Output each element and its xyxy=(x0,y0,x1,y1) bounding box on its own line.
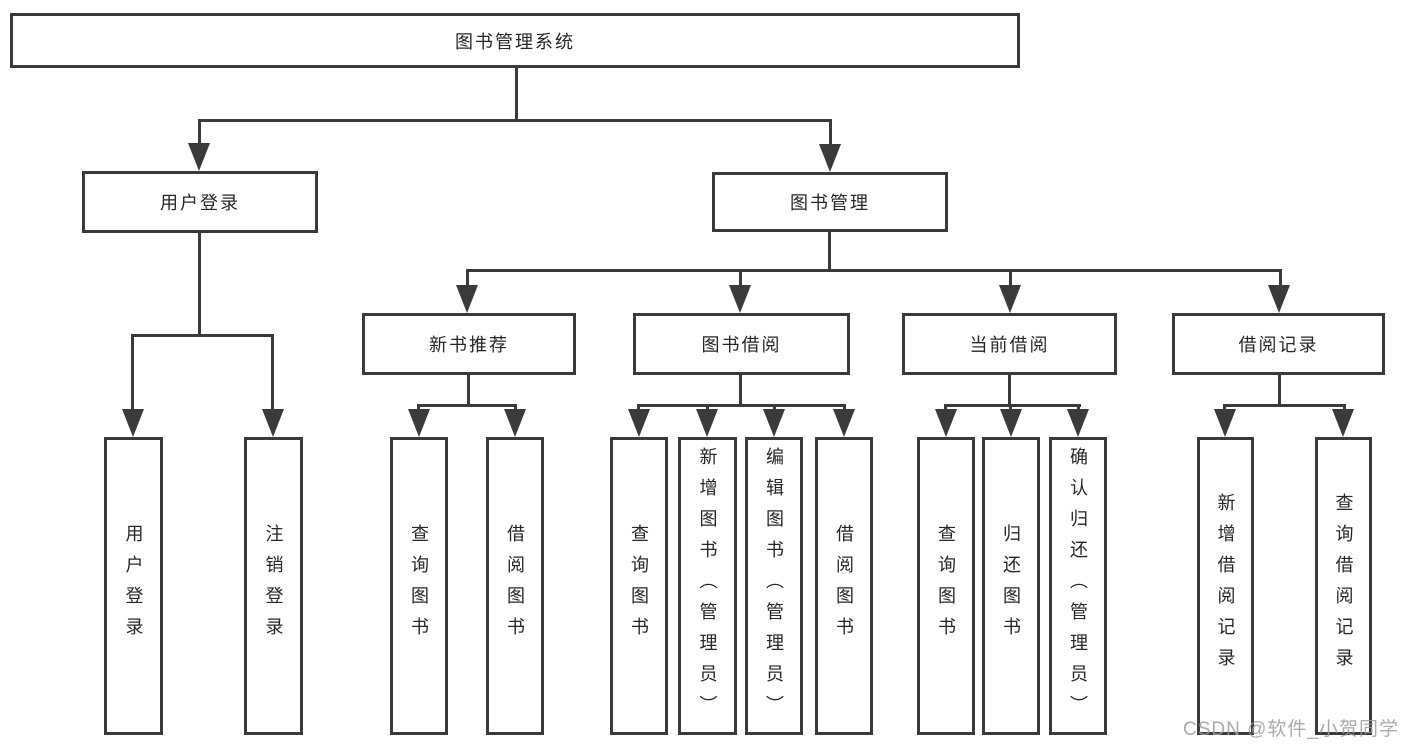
node-label: 当前借阅 xyxy=(969,335,1050,355)
arrowhead-icon xyxy=(1332,409,1354,437)
connector-drop-current-borrow xyxy=(1009,269,1012,289)
node-library-management-system: 图书管理系统 xyxy=(10,13,1020,68)
connector-book-borrow-rail xyxy=(637,404,846,407)
connector-drop-user-login xyxy=(198,119,201,149)
arrowhead-icon xyxy=(188,143,210,171)
connector-current-borrow-rail xyxy=(944,404,1081,407)
connector-root-stem xyxy=(515,68,518,122)
leaf-add-borrow-record: 新增借阅记录 xyxy=(1197,437,1254,735)
connector-book-borrow-stem xyxy=(739,375,742,407)
arrowhead-icon xyxy=(122,409,144,437)
arrowhead-icon xyxy=(262,409,284,437)
leaf-label: 用户登录 xyxy=(123,524,144,648)
leaf-query-books-recommend: 查询图书 xyxy=(390,437,448,735)
leaf-query-books-current: 查询图书 xyxy=(917,437,975,735)
node-new-book-recommendation: 新书推荐 xyxy=(362,313,576,375)
leaf-label: 借阅图书 xyxy=(834,524,854,648)
leaf-label: 查询借阅记录 xyxy=(1333,493,1354,679)
connector-new-book-stem xyxy=(467,375,470,407)
node-current-borrowing: 当前借阅 xyxy=(902,313,1117,375)
node-book-management: 图书管理 xyxy=(712,172,948,232)
connector-new-book-rail xyxy=(417,404,517,407)
leaf-edit-books-admin: 编辑图书（管理员） xyxy=(745,437,803,735)
connector-book-management-rail xyxy=(466,269,1281,272)
connector-root-rail xyxy=(198,119,832,122)
leaf-label: 新增图书（管理员） xyxy=(697,446,718,726)
connector-drop-leaf xyxy=(131,334,134,412)
leaf-logout: 注销登录 xyxy=(244,437,303,735)
arrowhead-icon xyxy=(1000,409,1022,437)
node-book-borrowing: 图书借阅 xyxy=(633,313,850,375)
leaf-borrow-books: 借阅图书 xyxy=(815,437,873,735)
leaf-label: 编辑图书（管理员） xyxy=(764,446,784,726)
connector-drop-new-book xyxy=(466,269,469,289)
node-label: 图书借阅 xyxy=(701,335,782,355)
arrowhead-icon xyxy=(763,409,785,437)
connector-drop-borrow-records xyxy=(1279,269,1282,289)
connector-borrow-records-stem xyxy=(1278,375,1281,407)
node-user-login: 用户登录 xyxy=(82,171,318,233)
arrowhead-icon xyxy=(1067,409,1089,437)
connector-current-borrow-stem xyxy=(1008,375,1011,407)
arrowhead-icon xyxy=(456,285,478,313)
leaf-return-books: 归还图书 xyxy=(982,437,1040,735)
connector-book-management-stem xyxy=(828,232,831,272)
node-label: 图书管理 xyxy=(790,193,870,213)
leaf-confirm-return-admin: 确认归还（管理员） xyxy=(1049,437,1107,735)
leaf-label: 归还图书 xyxy=(1001,524,1021,648)
leaf-label: 确认归还（管理员） xyxy=(1068,446,1088,726)
leaf-label: 查询图书 xyxy=(409,524,429,648)
leaf-label: 借阅图书 xyxy=(505,524,525,648)
node-borrowing-records: 借阅记录 xyxy=(1172,313,1385,375)
arrowhead-icon xyxy=(1214,409,1236,437)
arrowhead-icon xyxy=(628,409,650,437)
connector-drop-book-borrow xyxy=(739,269,742,289)
arrowhead-icon xyxy=(1268,285,1290,313)
connector-user-login-stem xyxy=(198,233,201,337)
arrowhead-icon xyxy=(408,409,430,437)
leaf-label: 新增借阅记录 xyxy=(1215,493,1236,679)
node-label: 图书管理系统 xyxy=(455,31,575,52)
arrowhead-icon xyxy=(696,409,718,437)
arrowhead-icon xyxy=(819,144,841,172)
leaf-user-login: 用户登录 xyxy=(104,437,163,735)
arrowhead-icon xyxy=(935,409,957,437)
connector-drop-leaf xyxy=(271,334,274,412)
leaf-query-borrow-record: 查询借阅记录 xyxy=(1315,437,1372,735)
node-label: 用户登录 xyxy=(160,193,240,213)
arrowhead-icon xyxy=(833,409,855,437)
leaf-borrow-books-recommend: 借阅图书 xyxy=(486,437,544,735)
node-label: 借阅记录 xyxy=(1238,335,1319,355)
leaf-add-books-admin: 新增图书（管理员） xyxy=(678,437,737,735)
leaf-label: 注销登录 xyxy=(263,524,284,648)
leaf-label: 查询图书 xyxy=(629,524,649,648)
leaf-label: 查询图书 xyxy=(936,524,956,648)
connector-user-login-rail xyxy=(131,334,274,337)
arrowhead-icon xyxy=(729,285,751,313)
connector-drop-book-management xyxy=(829,119,832,149)
connector-borrow-records-rail xyxy=(1223,404,1346,407)
node-label: 新书推荐 xyxy=(429,335,509,355)
arrowhead-icon xyxy=(504,409,526,437)
arrowhead-icon xyxy=(999,285,1021,313)
csdn-watermark: CSDN @软件_小贺同学 xyxy=(1183,719,1399,740)
leaf-query-books-borrow: 查询图书 xyxy=(610,437,668,735)
